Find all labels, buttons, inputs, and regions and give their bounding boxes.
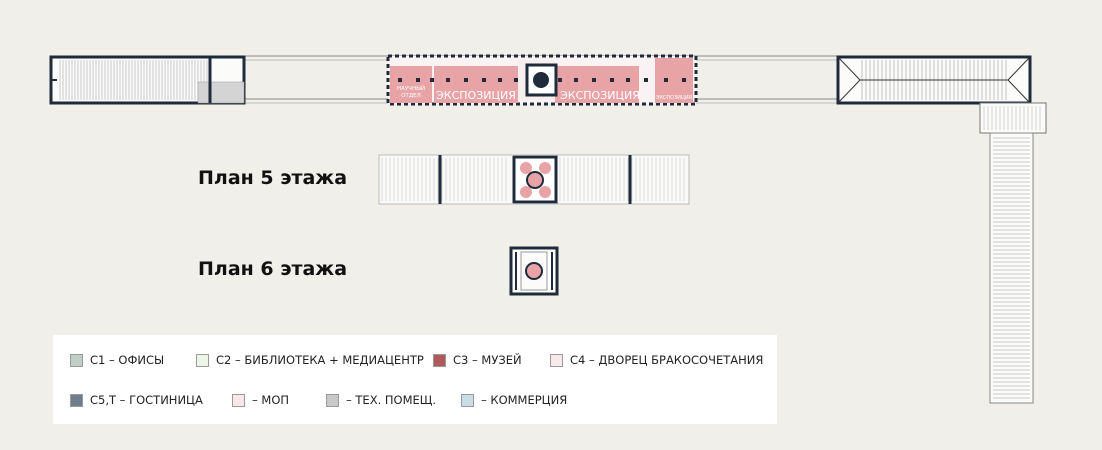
right-wing (836, 55, 1032, 105)
legend-label-commerce: – КОММЕРЦИЯ (481, 393, 568, 407)
legend-item-offices: С1 – ОФИСЫ (70, 353, 164, 367)
exposition-left-label: ЭКСПОЗИЦИЯ (436, 89, 516, 102)
exposition-left-room (434, 66, 518, 103)
legend-label-library: С2 – БИБЛИОТЕКА + МЕДИАЦЕНТР (216, 353, 424, 367)
legend-label-museum: С3 – МУЗЕЙ (453, 353, 522, 367)
floor6-plan (509, 246, 559, 296)
legend-item-museum: С3 – МУЗЕЙ (433, 353, 522, 367)
museum-block: ЭКСПОЗИЦИЯ ЭКСПОЗИЦИЯ ЭКСПОЗИЦИЯ НАУЧНЫЙ… (386, 54, 698, 106)
legend-item-commerce: – КОММЕРЦИЯ (461, 393, 567, 407)
floor5-plan (378, 154, 690, 205)
exposition-small-room (655, 58, 693, 103)
floor5-title: План 5 этажа (198, 167, 348, 189)
legend-item-library: С2 – БИБЛИОТЕКА + МЕДИАЦЕНТР (196, 353, 424, 367)
left-wing (49, 55, 246, 105)
legend-swatch-offices (70, 353, 83, 367)
legend-label-common-areas: – МОП (252, 393, 290, 407)
legend-swatch-wedding-palace (550, 353, 563, 367)
scientific-dept-label-line1: НАУЧНЫЙ (397, 85, 425, 92)
main-floor-plan: ЭКСПОЗИЦИЯ ЭКСПОЗИЦИЯ ЭКСПОЗИЦИЯ НАУЧНЫЙ… (49, 54, 1047, 404)
vertical-wing (979, 102, 1047, 404)
legend-swatch-technical (326, 393, 339, 407)
legend-swatch-common-areas (232, 393, 245, 407)
legend-swatch-commerce (461, 393, 474, 407)
legend-swatch-hotel (70, 393, 83, 407)
exposition-small-label: ЭКСПОЗИЦИЯ (656, 95, 692, 101)
scientific-dept-label-line2: ОТДЕЛ (401, 93, 421, 99)
legend-label-wedding-palace: С4 – ДВОРЕЦ БРАКОСОЧЕТАНИЯ (570, 353, 764, 367)
legend-item-technical: – ТЕХ. ПОМЕЩ. (326, 393, 436, 407)
legend-item-hotel: С5,Т – ГОСТИНИЦА (70, 393, 203, 407)
exposition-right-label: ЭКСПОЗИЦИЯ (560, 89, 640, 102)
legend-item-common-areas: – МОП (232, 393, 289, 407)
exposition-right-room (555, 66, 639, 103)
legend-swatch-library (196, 353, 209, 367)
legend-swatch-museum (433, 353, 446, 367)
legend-item-wedding-palace: С4 – ДВОРЕЦ БРАКОСОЧЕТАНИЯ (550, 353, 763, 367)
legend-label-offices: С1 – ОФИСЫ (90, 353, 165, 367)
scientific-dept-room (390, 66, 432, 103)
legend: С1 – ОФИСЫ С2 – БИБЛИОТЕКА + МЕДИАЦЕНТР … (53, 335, 777, 424)
legend-label-technical: – ТЕХ. ПОМЕЩ. (346, 393, 437, 407)
legend-label-hotel: С5,Т – ГОСТИНИЦА (90, 393, 203, 407)
floor6-title: План 6 этажа (198, 258, 348, 280)
